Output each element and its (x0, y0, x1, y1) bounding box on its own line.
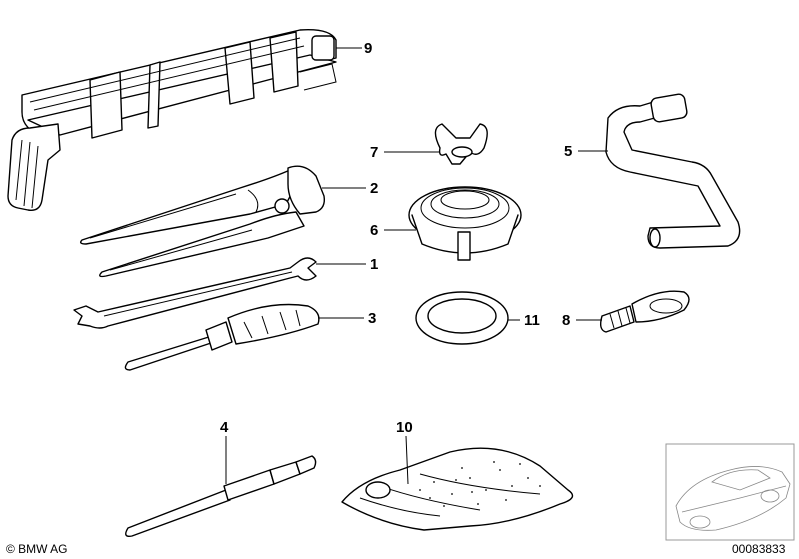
pliers-illustration[interactable] (79, 165, 326, 278)
callout-11: 11 (524, 312, 540, 329)
copyright-text: © BMW AG (6, 542, 68, 556)
cloth-illustration[interactable] (341, 447, 574, 531)
ring-washer-illustration[interactable] (415, 291, 509, 345)
callout-8: 8 (562, 312, 570, 329)
screwdriver-illustration[interactable] (124, 303, 320, 371)
towing-eye-illustration[interactable] (599, 290, 690, 333)
callout-2: 2 (370, 180, 378, 197)
callout-3: 3 (368, 310, 376, 327)
callout-5: 5 (564, 143, 572, 160)
leader-lines (225, 47, 608, 485)
callout-10: 10 (396, 419, 413, 436)
leader-10 (405, 435, 409, 485)
callout-1: 1 (370, 256, 378, 273)
callout-4: 4 (220, 419, 229, 436)
tool-bag-illustration[interactable] (7, 29, 337, 211)
callout-labels: 9 7 5 2 6 1 3 11 8 4 10 (220, 40, 572, 436)
thumbnail-frame (665, 443, 795, 541)
diagram-number: 00083833 (732, 542, 786, 556)
wing-nut-illustration[interactable] (434, 123, 488, 165)
retaining-cup-illustration[interactable] (408, 186, 522, 261)
wheel-wrench-illustration[interactable] (605, 93, 741, 249)
vehicle-thumbnail (665, 443, 795, 541)
reversible-blade-illustration[interactable] (125, 455, 317, 538)
callout-7: 7 (370, 144, 378, 161)
callout-6: 6 (370, 222, 378, 239)
open-end-wrench-illustration[interactable] (73, 257, 317, 329)
callout-9: 9 (364, 40, 372, 57)
